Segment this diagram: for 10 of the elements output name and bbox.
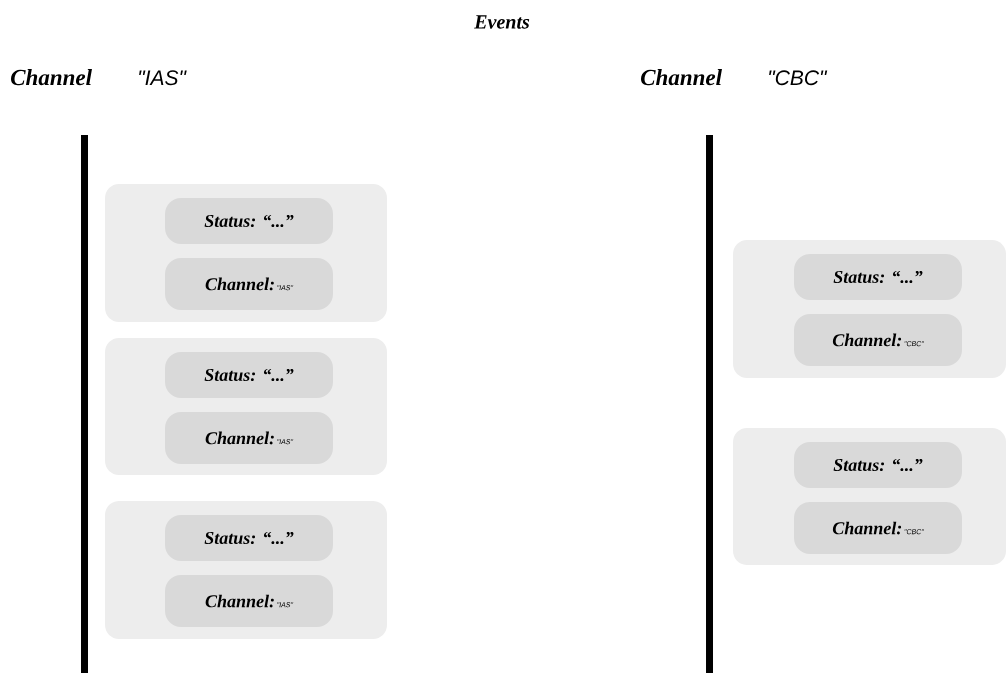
status-pill: Status: “...” (165, 198, 333, 244)
status-pill: Status: “...” (165, 352, 333, 398)
channel-name: "CBC" (769, 70, 828, 86)
status-pill: Status: “...” (794, 442, 962, 488)
title: Events (474, 15, 530, 29)
channel-name: "IAS" (139, 70, 187, 86)
status-pill: Status: “...” (794, 254, 962, 300)
channel-heading: Channel (11, 69, 92, 86)
channel-heading: Channel (641, 69, 722, 86)
status-pill: Status: “...” (165, 515, 333, 561)
